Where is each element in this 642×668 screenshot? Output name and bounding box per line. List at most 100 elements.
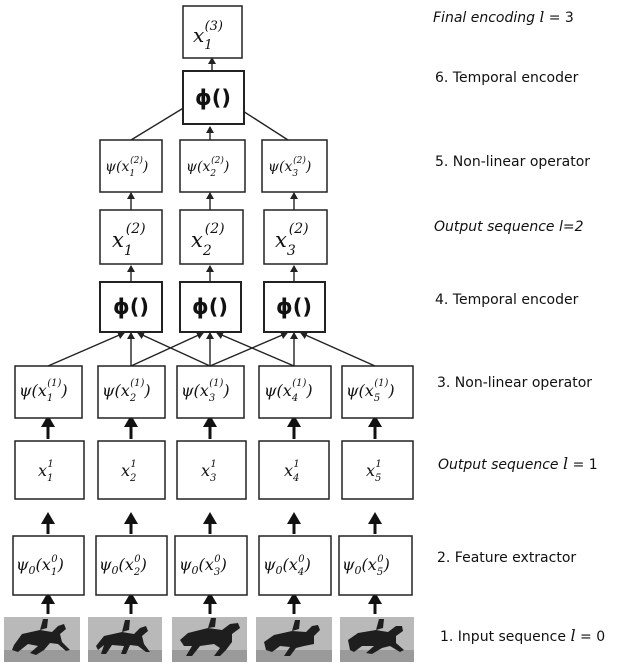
psi1-4-close: ): [305, 381, 312, 400]
psi1-3-psi: ψ(x: [181, 381, 209, 400]
psi1-2-sub: 2: [129, 393, 136, 404]
x2-2-symbol: x: [191, 228, 203, 252]
psi1-box-1: ψ(x1(1)): [14, 365, 83, 419]
x1-4-sub: 4: [292, 473, 299, 484]
feat-2-psi-sub: 0: [112, 564, 119, 577]
svg-text:x11: x11: [38, 459, 54, 484]
encoder-3-label: ϕ(): [276, 295, 312, 319]
psi2-2-sub: 2: [209, 169, 216, 179]
psi1-1-sup: (1): [47, 378, 61, 389]
label-temporal-encoder-6: 6. Temporal encoder: [435, 70, 579, 86]
feat-2-close: ): [140, 555, 147, 574]
feat-1-close: ): [57, 555, 64, 574]
psi2-row: ψ(x1(2)) ψ(x2(2)) ψ(x3(2)): [99, 139, 328, 193]
label-feature-extractor: 2. Feature extractor: [437, 550, 576, 566]
svg-text:x31: x31: [201, 459, 217, 484]
label-output-seq-2: Output sequence l=2: [434, 219, 584, 235]
temporal-encoder-row: ϕ() ϕ() ϕ(): [99, 281, 326, 333]
feature-extractor-row: ψ0(x10) ψ0(x20) ψ0(x30) ψ0(x40) ψ0(x50): [12, 535, 413, 596]
x1-box-4: x41: [258, 440, 330, 500]
feat-1-x: (x: [36, 555, 51, 574]
svg-text:ψ(x3(2)): ψ(x3(2)): [268, 155, 311, 179]
x2-3-sub: 3: [287, 243, 296, 259]
svg-text:x1(3): x1(3): [193, 19, 223, 53]
input-frames-row: [4, 617, 414, 662]
input-frame-5: [340, 617, 414, 662]
svg-text:ψ0(x10): ψ0(x10): [16, 554, 64, 578]
x2-2-sup: (2): [205, 221, 225, 237]
x1-4-sup: 1: [293, 459, 299, 470]
psi2-3-psi: ψ(x: [268, 159, 292, 175]
psi1-3-close: ): [222, 381, 229, 400]
feat-2-x: (x: [119, 555, 134, 574]
psi1-4-sub: 4: [291, 393, 298, 404]
psi2-1-psi: ψ(x: [105, 159, 129, 175]
psi1-3-sup: (1): [209, 378, 223, 389]
label-input-seq: 1. Input sequence l = 0: [440, 626, 605, 645]
x1-2-sub: 2: [129, 473, 136, 484]
x1-5-symbol: x: [366, 461, 375, 480]
feat-5-close: ): [383, 555, 390, 574]
feat-4-sup: 0: [298, 554, 305, 565]
x1-1-sup: 1: [47, 459, 53, 470]
feature-box-5: ψ0(x50): [338, 535, 413, 596]
svg-text:ψ(x5(1)): ψ(x5(1)): [346, 378, 395, 404]
psi2-2-close: ): [223, 159, 229, 175]
feat-5-psi: ψ: [342, 555, 355, 574]
svg-text:ψ(x1(2)): ψ(x1(2)): [105, 155, 148, 179]
svg-text:ψ0(x30): ψ0(x30): [179, 554, 227, 578]
svg-text:x51: x51: [366, 459, 382, 484]
psi2-2-psi: ψ(x: [186, 159, 210, 175]
psi2-1-close: ): [142, 159, 148, 175]
link-psi2-1-to-top-enc: [130, 103, 191, 141]
level2-row: x1(2) x2(2) x3(2): [99, 209, 328, 265]
feature-box-4: ψ0(x40): [258, 535, 332, 596]
encoder-2-label: ϕ(): [192, 295, 228, 319]
psi1-box-4: ψ(x4(1)): [258, 365, 332, 419]
psi1-box-3: ψ(x3(1)): [176, 365, 245, 419]
psi1-5-psi: ψ(x: [346, 381, 374, 400]
temporal-encoder-top: ϕ(): [182, 70, 245, 125]
input-frame-3: [172, 617, 247, 662]
encoder-1-label: ϕ(): [113, 295, 149, 319]
x2-1-sub: 1: [124, 243, 133, 259]
svg-text:ψ(x2(1)): ψ(x2(1)): [102, 378, 151, 404]
temporal-encoder-1: ϕ(): [99, 281, 163, 333]
feat-4-x: (x: [283, 555, 298, 574]
psi2-box-3: ψ(x3(2)): [261, 139, 328, 193]
x2-box-3: x3(2): [263, 209, 328, 265]
x1-5-sup: 1: [375, 459, 381, 470]
x1-box-1: x11: [14, 440, 85, 500]
psi1-1-psi: ψ(x: [19, 381, 47, 400]
feat-1-sub: 1: [51, 567, 57, 578]
label-nonlinear-3: 3. Non-linear operator: [437, 375, 592, 391]
psi2-3-sub: 3: [292, 169, 298, 179]
label-nonlinear-5: 5. Non-linear operator: [435, 154, 590, 170]
psi2-3-close: ): [305, 159, 311, 175]
x1-1-sub: 1: [47, 473, 53, 484]
x2-1-sup: (2): [126, 221, 146, 237]
top-encoder-label: ϕ(): [195, 86, 231, 110]
connections: [41, 57, 382, 614]
feat-2-sup: 0: [134, 554, 141, 565]
temporal-encoder-3: ϕ(): [263, 281, 326, 333]
temporal-encoder-2: ϕ(): [179, 281, 242, 333]
feat-5-sub: 5: [377, 567, 383, 578]
feature-box-2: ψ0(x20): [95, 535, 168, 596]
psi1-row: ψ(x1(1)) ψ(x2(1)) ψ(x3(1)) ψ(x4(1)) ψ(x5…: [14, 365, 414, 419]
x1-2-sup: 1: [130, 459, 136, 470]
link-psi1-4-to-enc-2: [216, 331, 295, 367]
psi1-2-sup: (1): [130, 378, 144, 389]
x2-3-sup: (2): [289, 221, 309, 237]
link-psi1-3-to-enc-3: [209, 331, 288, 367]
link-psi1-5-to-enc-3: [300, 331, 376, 367]
svg-text:x3(2): x3(2): [275, 221, 309, 259]
feat-5-psi-sub: 0: [355, 564, 362, 577]
input-frame-1: [4, 617, 80, 662]
psi1-5-sup: (1): [374, 378, 388, 389]
x2-2-sub: 2: [202, 243, 212, 259]
x1-2-symbol: x: [121, 461, 130, 480]
level1-row: x11 x21 x31 x41 x51: [14, 440, 414, 500]
final-encoding-box: x1(3): [182, 5, 243, 59]
